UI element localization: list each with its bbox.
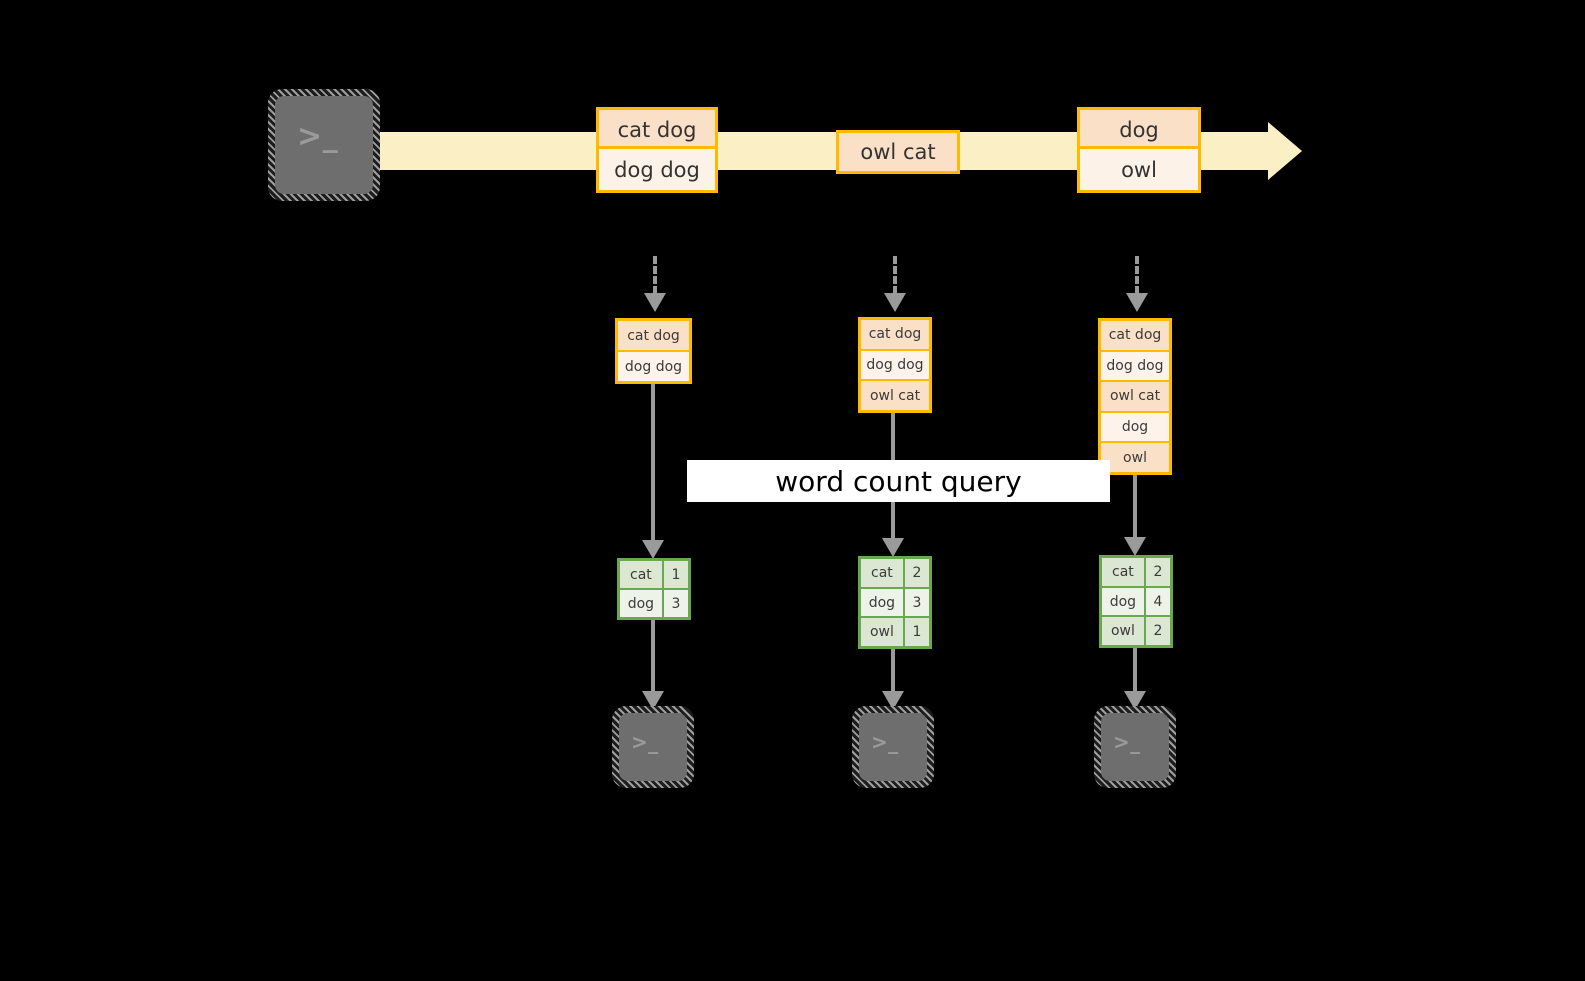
stack-to-result-arrowhead [1124,537,1146,556]
terminal-face [859,713,927,781]
result-row[interactable]: cat 1 [620,561,688,590]
result-row[interactable]: cat 2 [861,559,929,589]
terminal-face [275,96,373,194]
accumulated-records-stack-2: cat dog dog dog owl cat [858,317,932,413]
stream-to-stack-connector [893,256,897,294]
terminal-prompt-glyph: >_ [631,730,659,754]
accumulated-records-stack-1: cat dog dog dog [615,318,692,384]
stack-to-result-arrowhead [882,538,904,557]
stream-arrowhead [1268,122,1302,180]
result-word: dog [620,590,664,617]
result-count: 3 [663,590,688,617]
accumulated-record[interactable]: owl cat [1101,382,1169,413]
stream-to-stack-arrowhead [884,293,906,312]
result-to-sink-arrowhead [882,691,904,710]
terminal-prompt-glyph: >_ [871,730,899,754]
result-row[interactable]: dog 4 [1102,587,1170,618]
stream-record[interactable]: dog dog [596,146,718,193]
result-word: cat [1102,558,1146,586]
sink-terminal-icon-3[interactable]: >_ [1094,706,1176,788]
stream-to-stack-connector [1135,256,1139,294]
accumulated-record[interactable]: cat dog [1101,321,1169,352]
terminal-face [619,713,687,781]
result-table-2: cat 2 dog 3 owl 1 [858,556,932,649]
result-word: dog [861,588,905,617]
stack-to-result-connector [1133,475,1137,538]
result-word: dog [1102,587,1146,616]
result-row[interactable]: cat 2 [1102,558,1170,588]
accumulated-record[interactable]: owl [1101,443,1169,472]
result-word: owl [861,618,905,647]
accumulated-record[interactable]: dog [1101,412,1169,444]
stack-to-result-arrowhead [642,540,664,559]
stream-to-stack-connector [653,256,657,294]
stack-to-result-connector [651,384,655,541]
result-count: 4 [1145,587,1170,616]
stream-to-stack-arrowhead [1126,293,1148,312]
result-row[interactable]: dog 3 [620,590,688,617]
result-word: owl [1102,617,1146,646]
result-word: cat [861,559,905,587]
result-count: 2 [904,559,929,587]
terminal-face [1101,713,1169,781]
source-terminal-icon[interactable]: >_ [268,89,380,201]
result-count: 2 [1145,558,1170,586]
accumulated-records-stack-3: cat dog dog dog owl cat dog owl [1098,318,1172,475]
result-count: 2 [1145,617,1170,646]
result-table-1: cat 1 dog 3 [617,558,691,620]
terminal-prompt-glyph: >_ [297,119,339,154]
result-count: 3 [904,588,929,617]
sink-terminal-icon-2[interactable]: >_ [852,706,934,788]
result-to-sink-connector [891,649,895,692]
stream-group-2: owl cat [836,130,960,174]
accumulated-record[interactable]: dog dog [861,350,929,382]
accumulated-record[interactable]: dog dog [1101,351,1169,383]
result-to-sink-arrowhead [1124,691,1146,710]
stream-to-stack-arrowhead [644,293,666,312]
accumulated-record[interactable]: cat dog [861,320,929,351]
accumulated-record[interactable]: cat dog [618,321,689,352]
result-row[interactable]: owl 1 [861,618,929,647]
accumulated-record[interactable]: owl cat [861,381,929,411]
accumulated-record[interactable]: dog dog [618,352,689,381]
stream-group-3: dog owl [1077,107,1201,193]
result-to-sink-connector [651,620,655,692]
stream-record[interactable]: owl [1077,146,1201,193]
result-count: 1 [663,561,688,588]
result-table-3: cat 2 dog 4 owl 2 [1099,555,1173,648]
result-to-sink-connector [1133,648,1137,692]
query-label: word count query [687,460,1110,502]
sink-terminal-icon-1[interactable]: >_ [612,706,694,788]
stream-record[interactable]: owl cat [836,130,960,174]
stream-group-1: cat dog dog dog [596,107,718,193]
terminal-prompt-glyph: >_ [1113,730,1141,754]
result-count: 1 [904,618,929,647]
result-row[interactable]: owl 2 [1102,617,1170,646]
result-word: cat [620,561,664,588]
result-to-sink-arrowhead [642,691,664,710]
result-row[interactable]: dog 3 [861,588,929,619]
